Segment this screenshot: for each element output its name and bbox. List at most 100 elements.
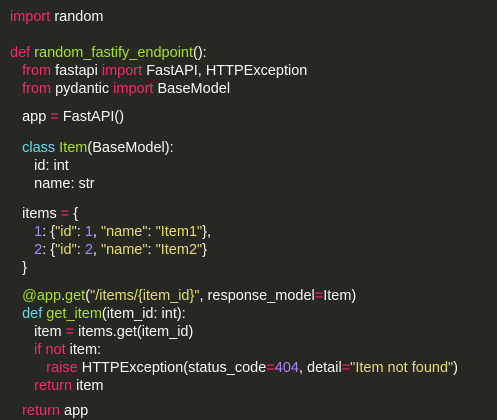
indent bbox=[10, 324, 34, 340]
indent bbox=[10, 176, 34, 192]
code-token: , detail bbox=[298, 360, 342, 376]
code-token: , bbox=[92, 242, 101, 258]
code-token: 2 bbox=[34, 242, 43, 258]
code-token: def bbox=[10, 45, 31, 61]
indent bbox=[10, 81, 22, 97]
code-token: Item bbox=[59, 140, 88, 156]
code-token: FastAPI, HTTPException bbox=[142, 63, 308, 79]
code-token: import bbox=[10, 9, 51, 25]
code-token: 2 bbox=[84, 242, 93, 258]
indent bbox=[10, 224, 34, 240]
indent bbox=[10, 378, 34, 394]
indent bbox=[10, 306, 22, 322]
code-token: BaseModel bbox=[153, 81, 231, 97]
code-token: def bbox=[22, 306, 43, 322]
code-line-7: id: int bbox=[10, 157, 69, 175]
code-token: fastapi bbox=[51, 63, 102, 79]
indent bbox=[10, 288, 22, 304]
code-token: "Item not found" bbox=[350, 360, 454, 376]
indent bbox=[10, 342, 34, 358]
code-token: } bbox=[202, 242, 207, 258]
code-token: = bbox=[50, 109, 59, 125]
indent bbox=[10, 260, 22, 276]
code-token: from bbox=[22, 81, 52, 97]
code-token: (item_id: int): bbox=[101, 306, 186, 322]
code-token: , response_model bbox=[199, 288, 315, 304]
code-line-14: def get_item(item_id: int): bbox=[10, 305, 186, 323]
code-token: : bbox=[76, 242, 85, 258]
code-token: : bbox=[76, 224, 85, 240]
code-token: "id" bbox=[55, 224, 77, 240]
code-token: = bbox=[266, 360, 275, 376]
code-token: 1 bbox=[84, 224, 93, 240]
code-token: = bbox=[341, 360, 351, 376]
indent bbox=[10, 109, 22, 125]
code-token: import bbox=[101, 63, 143, 79]
code-token: Item) bbox=[323, 288, 357, 304]
code-token: 404 bbox=[274, 360, 299, 376]
code-token: , bbox=[92, 224, 101, 240]
indent bbox=[10, 158, 34, 174]
code-line-11: 2: {"id": 2, "name": "Item2"} bbox=[10, 241, 207, 259]
code-token: items.get(item_id) bbox=[74, 324, 194, 340]
code-token: return bbox=[34, 378, 73, 394]
code-line-5: app = FastAPI() bbox=[10, 108, 124, 126]
code-token: item: bbox=[65, 342, 102, 358]
indent bbox=[10, 403, 22, 419]
code-token: "/items/{item_id}" bbox=[90, 288, 200, 304]
code-token: @app bbox=[22, 288, 62, 304]
code-line-10: 1: {"id": 1, "name": "Item1"}, bbox=[10, 223, 211, 241]
code-token: random bbox=[50, 9, 104, 25]
code-line-6: class Item(BaseModel): bbox=[10, 139, 174, 157]
code-line-1: import random bbox=[10, 8, 104, 26]
code-token: get_item bbox=[46, 306, 102, 322]
code-token: : bbox=[147, 224, 156, 240]
code-token: "name" bbox=[100, 242, 148, 258]
code-token: name: str bbox=[34, 176, 95, 192]
code-token: . bbox=[61, 288, 66, 304]
code-token: app bbox=[59, 403, 89, 419]
code-line-13: @app.get("/items/{item_id}", response_mo… bbox=[10, 287, 356, 305]
code-token: pydantic bbox=[51, 81, 114, 97]
code-line-15: item = items.get(item_id) bbox=[10, 323, 193, 341]
code-token: "id" bbox=[55, 242, 77, 258]
code-token: 1 bbox=[34, 224, 43, 240]
code-token: items bbox=[22, 206, 61, 222]
code-token: (BaseModel): bbox=[87, 140, 174, 156]
code-token: ( bbox=[85, 288, 91, 304]
code-line-3: from fastapi import FastAPI, HTTPExcepti… bbox=[10, 62, 307, 80]
code-token: = bbox=[60, 206, 70, 222]
code-token: raise bbox=[46, 360, 78, 376]
code-line-9: items = { bbox=[10, 205, 78, 223]
code-token: "name" bbox=[100, 224, 148, 240]
code-token: app bbox=[22, 109, 51, 125]
code-token: : bbox=[147, 242, 156, 258]
code-token: class bbox=[22, 140, 56, 156]
code-token: { bbox=[69, 206, 79, 222]
indent bbox=[10, 360, 46, 376]
code-token: }, bbox=[202, 224, 212, 240]
code-token: : { bbox=[42, 242, 56, 258]
code-line-2: def random_fastify_endpoint(): bbox=[10, 44, 207, 62]
code-token: id: int bbox=[34, 158, 69, 174]
code-token: "Item2" bbox=[155, 242, 203, 258]
code-token: return bbox=[22, 403, 60, 419]
code-token: } bbox=[22, 260, 27, 276]
code-line-4: from pydantic import BaseModel bbox=[10, 80, 230, 98]
code-line-12: } bbox=[10, 259, 27, 277]
code-token: = bbox=[65, 324, 75, 340]
indent bbox=[10, 242, 34, 258]
code-token: item bbox=[72, 378, 104, 394]
code-token: (): bbox=[193, 45, 207, 61]
code-token: random_fastify_endpoint bbox=[34, 45, 194, 61]
code-line-18: return item bbox=[10, 377, 103, 395]
code-token: item bbox=[34, 324, 66, 340]
code-line-8: name: str bbox=[10, 175, 95, 193]
indent bbox=[10, 140, 22, 156]
code-token: HTTPException(status_code bbox=[77, 360, 267, 376]
code-token: : { bbox=[42, 224, 56, 240]
code-token: "Item1" bbox=[155, 224, 203, 240]
code-token: ) bbox=[453, 360, 459, 376]
code-token: if bbox=[34, 342, 42, 358]
